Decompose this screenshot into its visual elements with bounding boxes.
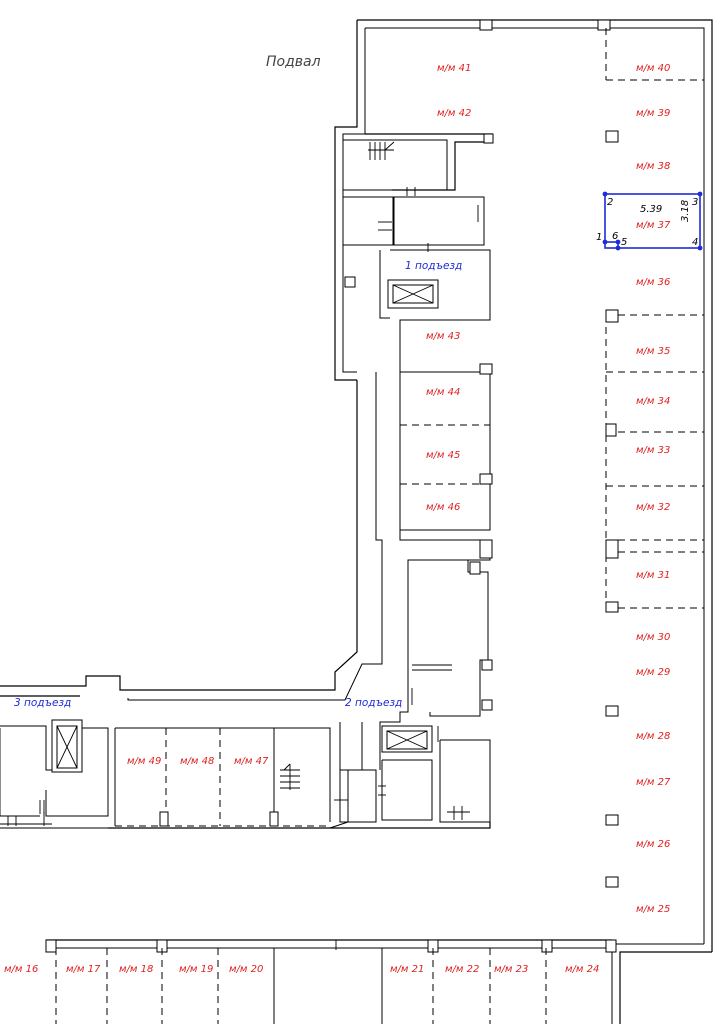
stair-2-icon: [280, 763, 300, 790]
core-2: [334, 722, 491, 823]
space-label-45[interactable]: м/м 45: [426, 450, 460, 461]
space-label-19[interactable]: м/м 19: [179, 964, 213, 975]
space-label-44[interactable]: м/м 44: [426, 387, 460, 398]
vertex-point[interactable]: [615, 245, 621, 251]
entrance-3-label: 3 подъезд: [14, 697, 71, 709]
elevator-1-icon: [387, 279, 439, 309]
space-label-23[interactable]: м/м 23: [494, 964, 528, 975]
entrance-2-label: 2 подъезд: [345, 697, 402, 709]
space-label-24[interactable]: м/м 24: [565, 964, 599, 975]
vertex-point[interactable]: [615, 239, 621, 245]
vertex-label-1: 1: [596, 232, 602, 243]
space-label-49[interactable]: м/м 49: [127, 756, 161, 767]
selected-space-37[interactable]: 5.39 3.18 1 2 3 4 5 6: [596, 191, 703, 251]
space-label-16[interactable]: м/м 16: [4, 964, 38, 975]
space-label-28[interactable]: м/м 28: [636, 731, 670, 742]
space-label-25[interactable]: м/м 25: [636, 904, 670, 915]
space-label-39[interactable]: м/м 39: [636, 108, 670, 119]
space-label-22[interactable]: м/м 22: [445, 964, 479, 975]
depth-dimension: 3.18: [680, 200, 691, 222]
right-column: [605, 28, 704, 888]
core-1: [342, 133, 494, 372]
space-label-26[interactable]: м/м 26: [636, 839, 670, 850]
entrance-1-label: 1 подъезд: [405, 260, 462, 272]
vertex-label-6: 6: [612, 231, 618, 242]
stair-1-icon: [368, 141, 395, 160]
space-label-36[interactable]: м/м 36: [636, 277, 670, 288]
vertex-label-4: 4: [692, 237, 698, 248]
vertex-point[interactable]: [602, 239, 608, 245]
vertex-point[interactable]: [602, 191, 608, 197]
space-label-29[interactable]: м/м 29: [636, 667, 670, 678]
space-label-34[interactable]: м/м 34: [636, 396, 670, 407]
space-label-32[interactable]: м/м 32: [636, 502, 670, 513]
inner-corridor: [0, 363, 493, 770]
vertex-label-3: 3: [692, 197, 698, 208]
width-dimension: 5.39: [640, 204, 662, 215]
bottom-row: [45, 939, 617, 1024]
vertex-point[interactable]: [697, 191, 703, 197]
space-label-20[interactable]: м/м 20: [229, 964, 263, 975]
space-label-21[interactable]: м/м 21: [390, 964, 424, 975]
lower-wing: [0, 719, 491, 829]
space-label-38[interactable]: м/м 38: [636, 161, 670, 172]
elevator-3-icon: [56, 725, 78, 769]
space-label-47[interactable]: м/м 47: [234, 756, 269, 767]
space-label-42[interactable]: м/м 42: [437, 108, 471, 119]
space-label-35[interactable]: м/м 35: [636, 346, 670, 357]
space-label-43[interactable]: м/м 43: [426, 331, 460, 342]
floor-title: Подвал: [266, 54, 321, 70]
space-label-31[interactable]: м/м 31: [636, 570, 670, 581]
space-label-37[interactable]: м/м 37: [636, 220, 671, 231]
space-label-41[interactable]: м/м 41: [437, 63, 471, 74]
elevator-2-icon: [386, 730, 428, 750]
space-label-30[interactable]: м/м 30: [636, 632, 670, 643]
space-label-46[interactable]: м/м 46: [426, 502, 460, 513]
space-label-33[interactable]: м/м 33: [636, 445, 670, 456]
vertex-point[interactable]: [697, 245, 703, 251]
space-label-17[interactable]: м/м 17: [66, 964, 101, 975]
vertex-label-2: 2: [607, 197, 613, 208]
space-label-27[interactable]: м/м 27: [636, 777, 671, 788]
space-label-40[interactable]: м/м 40: [636, 63, 670, 74]
parking-labels: м/м 41 м/м 42 м/м 40 м/м 39 м/м 38 м/м 3…: [4, 63, 671, 975]
vertex-label-5: 5: [621, 237, 627, 248]
space-label-18[interactable]: м/м 18: [119, 964, 153, 975]
space-label-48[interactable]: м/м 48: [180, 756, 214, 767]
